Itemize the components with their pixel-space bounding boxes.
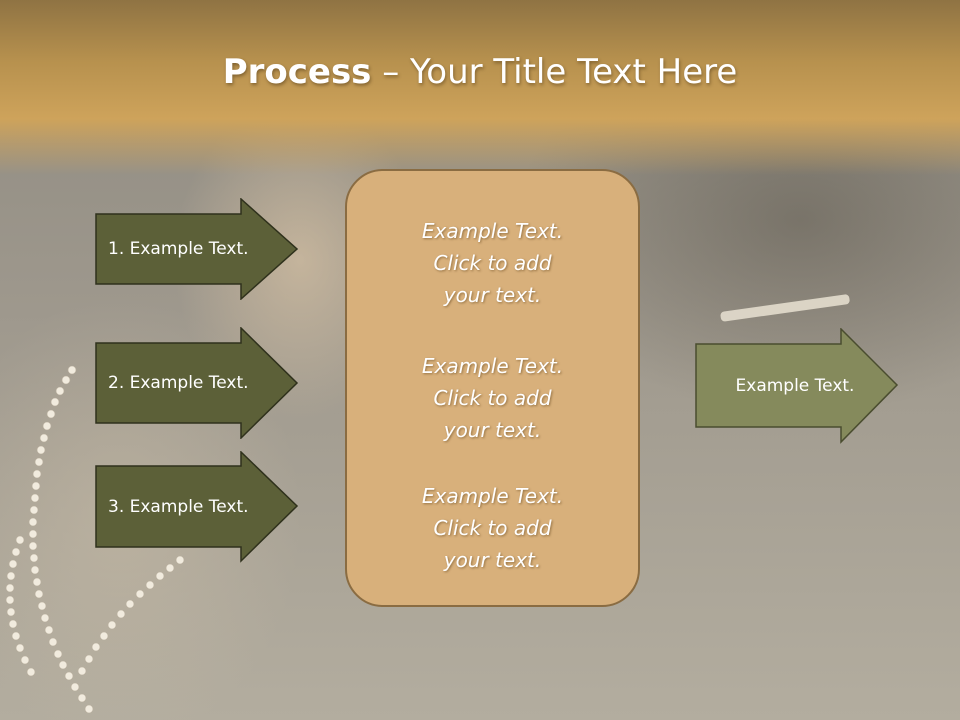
arrow-shape bbox=[95, 451, 299, 563]
content-panel[interactable]: Example Text. Click to add your text. Ex… bbox=[345, 169, 640, 607]
arrow-shape bbox=[95, 198, 299, 300]
slide-title[interactable]: Process – Your Title Text Here bbox=[0, 52, 960, 92]
title-bold: Process bbox=[222, 52, 372, 92]
result-arrow[interactable]: Example Text. bbox=[695, 328, 900, 444]
panel-text-line: Click to add bbox=[433, 251, 552, 275]
panel-text-line: Example Text. bbox=[421, 219, 564, 243]
panel-text-line: your text. bbox=[443, 283, 542, 307]
process-arrow-1[interactable]: 1. Example Text. bbox=[95, 198, 300, 300]
panel-text-line: Example Text. bbox=[421, 484, 564, 508]
panel-text-block-2[interactable]: Example Text. Click to add your text. bbox=[347, 350, 638, 446]
arrow-label: Example Text. bbox=[735, 376, 855, 396]
arrow-label: 3. Example Text. bbox=[108, 497, 249, 517]
panel-text-line: your text. bbox=[443, 418, 542, 442]
panel-text-block-3[interactable]: Example Text. Click to add your text. bbox=[347, 480, 638, 576]
panel-text-block-1[interactable]: Example Text. Click to add your text. bbox=[347, 215, 638, 311]
arrow-shape bbox=[95, 327, 299, 439]
arrow-label: 2. Example Text. bbox=[108, 373, 249, 393]
arrow-shape bbox=[695, 328, 899, 444]
panel-text-line: your text. bbox=[443, 548, 542, 572]
title-banner bbox=[0, 0, 960, 175]
title-rest: – Your Title Text Here bbox=[371, 52, 738, 92]
process-arrow-2[interactable]: 2. Example Text. bbox=[95, 327, 300, 439]
panel-text-line: Example Text. bbox=[421, 354, 564, 378]
arrow-label: 1. Example Text. bbox=[108, 239, 249, 259]
panel-text-line: Click to add bbox=[433, 386, 552, 410]
panel-text-line: Click to add bbox=[433, 516, 552, 540]
process-arrow-3[interactable]: 3. Example Text. bbox=[95, 451, 300, 563]
